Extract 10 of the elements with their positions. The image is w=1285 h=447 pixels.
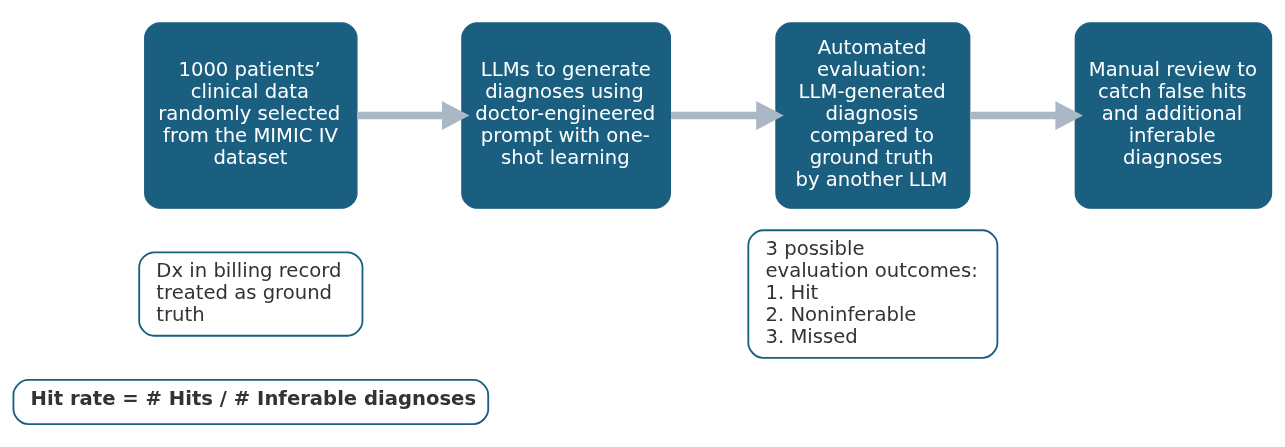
arrow: [357, 101, 470, 130]
node-box: 1000 patients’ clinical data randomly selected from the MIMIC IV dataset: [144, 22, 358, 209]
node-box: Manual review to catch false hits and additional inferable diagnoses: [1074, 22, 1273, 209]
node-box: Hit rate = # Hits / # Inferable diagnoses: [12, 379, 490, 425]
node-box: Dx in billing record treated as ground truth: [138, 251, 364, 337]
arrow: [670, 101, 784, 130]
node-box: 3 possible evaluation outcomes: 1. Hit 2. Noninferable 3. Missed: [747, 229, 999, 359]
arrow: [970, 101, 1083, 130]
node-box: Automated evaluation: LLM-generated diagnosis compared to ground truth by another LLM: [775, 22, 971, 209]
node-box: LLMs to generate diagnoses using doctor-engineered prompt with one-shot learning: [461, 22, 672, 209]
